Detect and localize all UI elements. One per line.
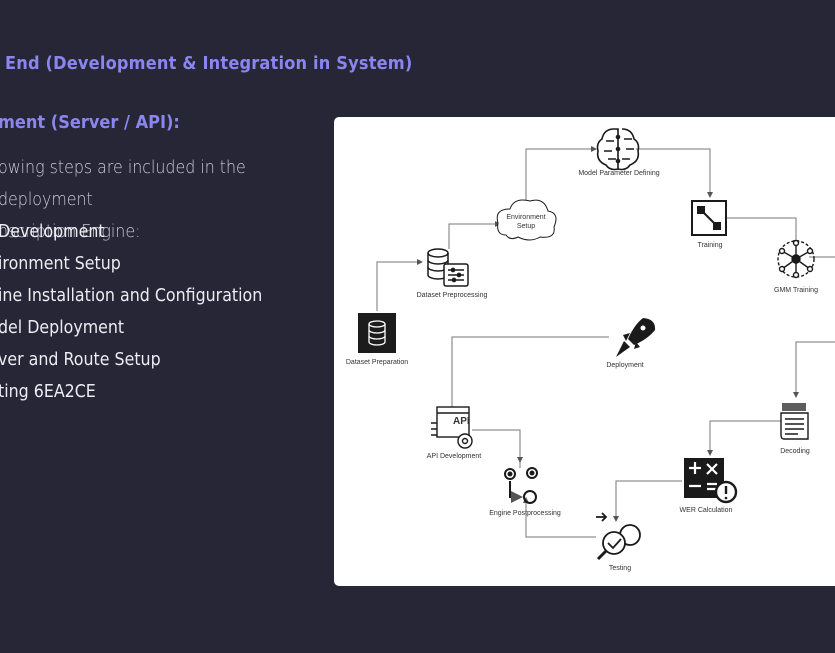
node-label: Testing <box>608 565 632 572</box>
step-item: ironment Setup <box>0 253 121 274</box>
step-item: Development <box>0 221 105 242</box>
step-item: del Deployment <box>0 317 125 338</box>
training-icon <box>691 200 727 236</box>
node-label: API Development <box>426 453 482 460</box>
connector <box>525 146 597 204</box>
node-label: Dataset Preparation <box>345 359 409 366</box>
connector <box>636 148 713 198</box>
section-title: End (Development & Integration in System… <box>5 53 413 74</box>
step-item: ine Installation and Configuration <box>0 285 263 306</box>
node-label: Setup <box>516 223 536 230</box>
node-label: Decoding <box>780 448 810 455</box>
calculator-icon <box>684 458 738 504</box>
node-label: Deployment <box>606 362 644 369</box>
gears-icon <box>504 467 538 504</box>
connector <box>707 420 782 456</box>
node-label: Dataset Preprocessing <box>416 292 488 299</box>
rocket-icon <box>616 318 656 357</box>
connector <box>613 480 682 522</box>
section-subtitle: ment (Server / API): <box>0 112 180 133</box>
connector <box>727 217 799 246</box>
connector <box>448 221 501 249</box>
pipeline-diagram: Dataset Preparation Dataset Preprocessin… <box>334 117 835 586</box>
decoding-icon <box>780 403 809 440</box>
node-label: WER Calculation <box>679 507 733 514</box>
step-item: ver and Route Setup <box>0 349 161 370</box>
connector <box>451 336 609 407</box>
api-development-icon <box>431 406 473 449</box>
node-label: Engine Postprocessing <box>489 510 561 517</box>
node-label: GMM Training <box>774 287 818 294</box>
intro-line: owing steps are included in the deployme… <box>0 157 246 210</box>
connector <box>523 497 596 538</box>
node-label: Model Parameter Defining <box>578 170 660 177</box>
step-item: ting 6EA2CE <box>0 381 96 402</box>
connector <box>793 341 835 398</box>
testing-icon <box>596 512 641 561</box>
gmm-training-icon <box>777 239 815 279</box>
dataset-preparation-icon <box>358 313 396 353</box>
connector <box>472 429 523 463</box>
api-icon-text: API <box>453 416 470 427</box>
node-label: Environment <box>506 214 546 221</box>
intro-text: owing steps are included in the deployme… <box>0 152 302 248</box>
node-label: Training <box>697 242 723 249</box>
environment-setup-cloud <box>496 199 557 241</box>
intro-line: nscription Engine: <box>0 221 141 242</box>
diagram-canvas <box>358 128 835 561</box>
brain-icon <box>596 128 640 171</box>
dataset-preprocessing-icon <box>427 248 469 287</box>
deployment-steps-list: Development ironment Setup ine Installat… <box>0 216 262 408</box>
connector <box>376 259 423 311</box>
